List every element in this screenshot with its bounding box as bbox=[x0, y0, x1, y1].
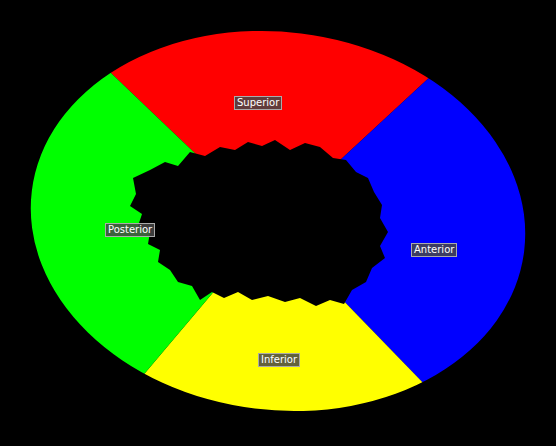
sector-label: Superior bbox=[234, 96, 282, 110]
sector-label: Anterior bbox=[411, 243, 457, 257]
sector-label: Posterior bbox=[105, 223, 155, 237]
inferior-label-box: Inferior bbox=[258, 349, 300, 367]
superior-label-box: Superior bbox=[234, 92, 282, 110]
posterior-label-box: Posterior bbox=[105, 219, 155, 237]
sector-label: Inferior bbox=[258, 353, 300, 367]
anterior-label-box: Anterior bbox=[411, 239, 457, 257]
inner-cavity bbox=[130, 140, 388, 306]
